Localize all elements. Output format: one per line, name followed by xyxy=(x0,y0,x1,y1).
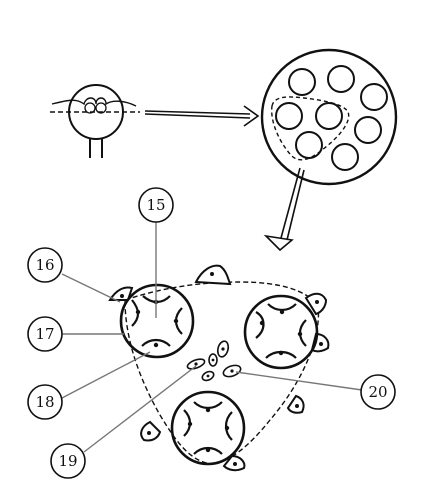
enlarged-section xyxy=(108,264,330,472)
bump xyxy=(304,292,328,316)
sub-circle xyxy=(315,102,343,130)
bulb-loop-1 xyxy=(84,102,96,114)
svg-text:15: 15 xyxy=(146,196,165,214)
bump-dot xyxy=(233,462,237,466)
bump-dot xyxy=(295,404,299,408)
sub-circle xyxy=(331,143,359,171)
label-17: 17 xyxy=(27,316,63,352)
sub-circle xyxy=(295,131,323,159)
sub-circle xyxy=(360,83,388,111)
bump xyxy=(140,420,162,442)
bulb-stem xyxy=(89,138,103,158)
svg-text:17: 17 xyxy=(35,325,54,343)
sub-circle xyxy=(354,116,382,144)
label-15: 15 xyxy=(138,187,174,223)
ring-bottom xyxy=(170,390,246,466)
bump-dot xyxy=(315,300,319,304)
leader-lines xyxy=(61,222,363,453)
bulb-illustration xyxy=(50,84,140,158)
arrow-right xyxy=(144,105,260,127)
svg-text:18: 18 xyxy=(35,393,54,411)
svg-text:20: 20 xyxy=(368,383,387,401)
label-20: 20 xyxy=(360,374,396,410)
outer-circle xyxy=(260,48,398,186)
bump-dot xyxy=(210,272,214,276)
svg-text:16: 16 xyxy=(35,256,54,274)
leader-20 xyxy=(235,371,363,391)
bump-dot xyxy=(319,342,323,346)
sub-circle xyxy=(288,68,316,96)
leader-19 xyxy=(83,365,197,453)
label-16: 16 xyxy=(27,247,63,283)
ring-right xyxy=(243,294,319,370)
bump-dot xyxy=(120,294,124,298)
bulb-loop-2 xyxy=(95,102,107,114)
bulb-loop-thread xyxy=(51,97,137,107)
svg-text:19: 19 xyxy=(58,452,77,470)
leader-16 xyxy=(61,273,121,303)
arrow-down xyxy=(263,167,305,252)
bump xyxy=(108,286,134,301)
label-19: 19 xyxy=(50,443,86,479)
leader-18 xyxy=(61,351,151,399)
cross-section-overview xyxy=(260,48,398,186)
bump xyxy=(286,394,305,414)
sub-circle xyxy=(275,102,303,130)
dashed-outline xyxy=(124,281,320,465)
small-bundles xyxy=(186,340,242,382)
label-18: 18 xyxy=(27,384,63,420)
bump-dot xyxy=(147,431,151,435)
ring-left xyxy=(119,283,195,359)
sub-circle xyxy=(327,65,355,93)
